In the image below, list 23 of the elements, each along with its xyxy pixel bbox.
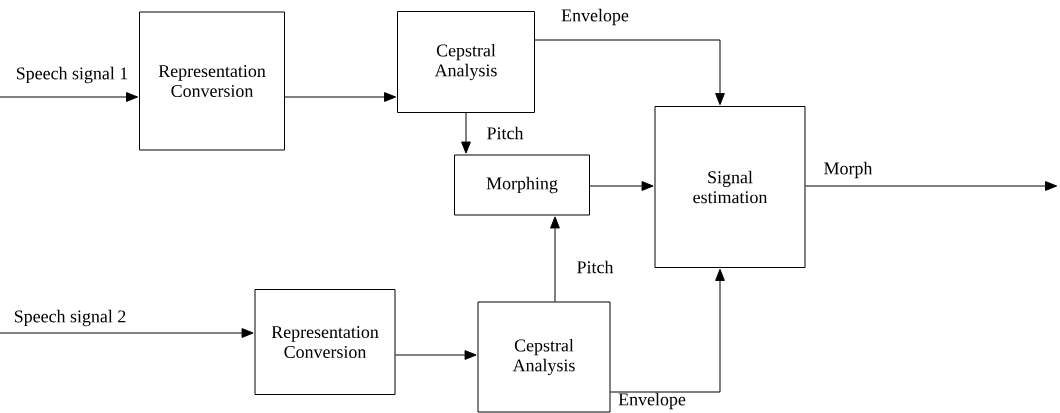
process-box: Representation Conversion <box>139 11 285 151</box>
edge-label: Envelope <box>618 392 686 410</box>
arrow <box>610 268 725 393</box>
process-box: Cepstral Analysis <box>477 301 611 413</box>
arrow <box>550 216 560 302</box>
arrow <box>461 112 471 154</box>
edge-label: Speech signal 1 <box>16 66 128 84</box>
arrow <box>284 92 397 102</box>
edge-label: Morph <box>824 161 873 179</box>
process-box: Representation Conversion <box>254 289 396 395</box>
edge-label: Pitch <box>577 260 614 274</box>
edge-label: Pitch <box>487 126 524 140</box>
edge-label: Speech signal 2 <box>14 309 126 327</box>
arrow <box>0 92 139 102</box>
process-box: Morphing <box>454 154 590 216</box>
arrow <box>0 328 254 338</box>
arrow <box>534 39 725 106</box>
arrow <box>589 181 654 191</box>
arrow <box>805 181 1058 191</box>
edge-label: Envelope <box>561 8 629 26</box>
process-box: Cepstral Analysis <box>397 11 535 113</box>
process-box: Signal estimation <box>654 106 806 268</box>
arrow <box>395 350 477 360</box>
